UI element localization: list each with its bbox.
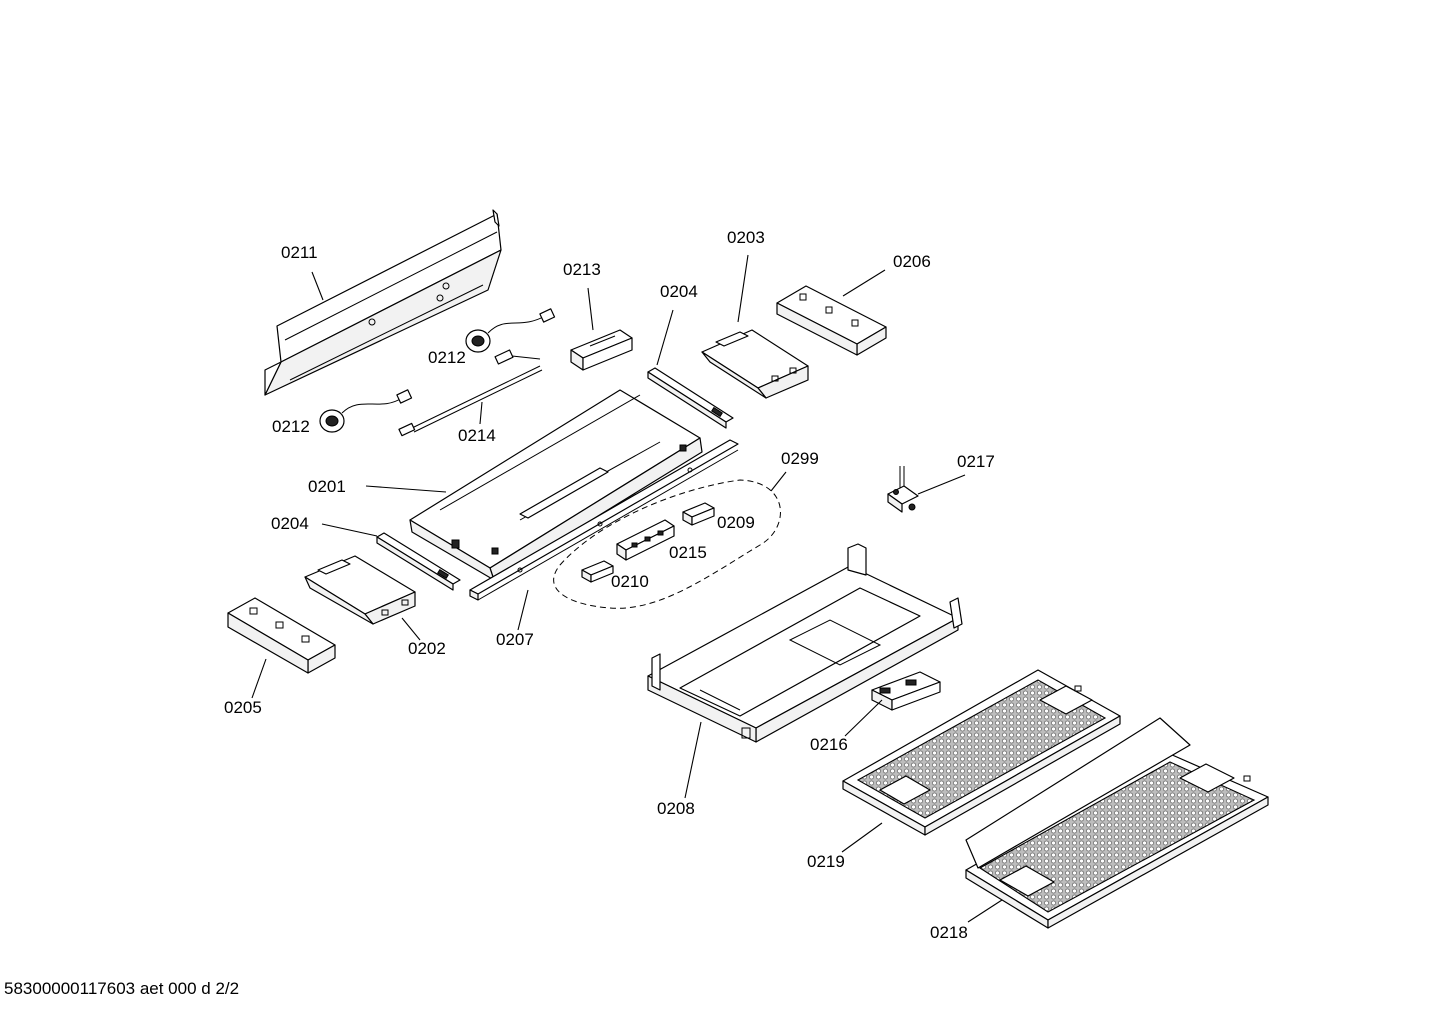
label-0207: 0207 [496, 630, 534, 649]
leader-0216 [844, 699, 883, 737]
part-0203-housing [701, 329, 809, 399]
label-0299: 0299 [781, 449, 819, 468]
part-0212-lamp-lower [319, 389, 413, 433]
part-0201-main-housing [409, 389, 703, 581]
leader-0205 [251, 658, 267, 699]
label-0201: 0201 [308, 477, 346, 496]
leader-0204a [656, 309, 674, 366]
part-0218-grease-filter [965, 717, 1269, 929]
label-0206: 0206 [893, 252, 931, 271]
label-0218: 0218 [930, 923, 968, 942]
part-labels: 0211 0213 0204 0203 0206 0212 0212 0214 … [224, 228, 995, 942]
part-0215-switch-block [616, 519, 675, 561]
leader-0214 [479, 401, 483, 425]
part-0214-cable [398, 349, 543, 437]
leader-0217 [917, 474, 966, 495]
part-0209-button [682, 502, 715, 526]
part-0207-front-rail [469, 439, 739, 601]
part-0212-lamp-upper [465, 308, 556, 353]
label-0203: 0203 [727, 228, 765, 247]
leader-lines [251, 254, 1003, 923]
label-0208: 0208 [657, 799, 695, 818]
label-0211: 0211 [281, 243, 318, 262]
label-0205: 0205 [224, 698, 262, 717]
part-0204-upper-rail [647, 367, 734, 429]
part-0211-rear-bracket [264, 209, 502, 396]
label-0210: 0210 [611, 572, 649, 591]
part-0210-button [581, 560, 614, 583]
part-0219-grease-filter [842, 669, 1121, 836]
part-0204-lower-rail [376, 532, 461, 591]
label-0209: 0209 [717, 513, 755, 532]
leader-0203 [737, 254, 749, 323]
part-0299-switch-group [553, 479, 781, 609]
part-0216-clip [871, 671, 941, 711]
label-0214: 0214 [458, 426, 496, 445]
label-0217: 0217 [957, 452, 995, 471]
leader-0218 [967, 899, 1003, 923]
label-0202: 0202 [408, 639, 446, 658]
label-0216: 0216 [810, 735, 848, 754]
part-0206-end-bracket [776, 285, 887, 356]
part-0217-sensor [887, 466, 919, 513]
leader-0206 [842, 269, 886, 297]
label-0219: 0219 [807, 852, 845, 871]
document-reference-footer: 58300000117603 aet 000 d 2/2 [4, 979, 240, 998]
leader-0299 [770, 471, 787, 492]
label-0204-lower: 0204 [271, 514, 309, 533]
label-0204-upper: 0204 [660, 282, 698, 301]
leader-0204b [321, 523, 378, 537]
part-0202-housing [304, 555, 416, 625]
leader-0202 [401, 617, 421, 641]
leader-0201 [365, 485, 447, 493]
leader-0211 [311, 271, 324, 301]
label-0212-upper: 0212 [428, 348, 466, 367]
leader-0208 [684, 721, 702, 799]
label-0213: 0213 [563, 260, 601, 279]
part-0213-transformer [570, 329, 633, 371]
leader-0207 [517, 589, 529, 631]
leader-0213 [587, 287, 594, 331]
label-0215: 0215 [669, 543, 707, 562]
leader-0219 [841, 822, 883, 853]
part-0208-chassis [647, 543, 963, 743]
part-0205-end-bracket [227, 597, 336, 674]
label-0212-lower: 0212 [272, 417, 310, 436]
